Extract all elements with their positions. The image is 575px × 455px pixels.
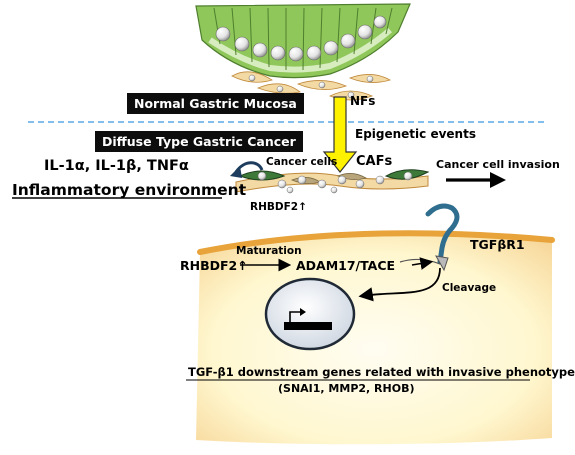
nucleus xyxy=(264,277,356,351)
invasion-label: Cancer cell invasion xyxy=(436,158,560,171)
cytokines-label: IL-1α, IL-1β, TNFα xyxy=(44,158,189,174)
tgfbr1-receptor xyxy=(425,203,460,265)
inflammatory-environment-label: Inflammatory environment xyxy=(12,181,247,199)
cleavage-label: Cleavage xyxy=(442,282,497,294)
maturation-label: Maturation xyxy=(236,245,302,257)
tgfbr1-label: TGFβR1 xyxy=(470,237,525,252)
downstream-genes-label: TGF-β1 downstream genes related with inv… xyxy=(188,365,575,379)
diffuse-cancer-label: Diffuse Type Gastric Cancer xyxy=(95,131,303,152)
stromal-nuclei xyxy=(257,171,413,194)
cleavage-signal-arrow xyxy=(358,267,441,302)
adam17-label: ADAM17/TACE xyxy=(296,258,396,273)
cytokine-arrowhead xyxy=(230,166,242,178)
diagram-svg xyxy=(12,3,555,445)
cafs-label: CAFs xyxy=(356,154,393,169)
receptor-cleavage-wedge xyxy=(435,255,449,272)
adam17-to-receptor-arrow xyxy=(411,257,434,270)
epigenetic-label: Epigenetic events xyxy=(355,127,476,141)
gastric-mucosa-epithelium xyxy=(195,3,411,79)
epigenetic-transition-arrow xyxy=(322,96,358,173)
cancer-cells-label: Cancer cells xyxy=(266,156,338,168)
rhbdf2-up-label: RHBDF2↑ xyxy=(180,258,248,273)
diagram-canvas: Normal Gastric Mucosa Diffuse Type Gastr… xyxy=(12,3,575,445)
invasion-arrowhead xyxy=(490,172,506,188)
normal-mucosa-label: Normal Gastric Mucosa xyxy=(127,93,304,114)
gene-list-label: (SNAI1, MMP2, RHOB) xyxy=(278,382,415,395)
gene-bar xyxy=(284,322,332,330)
cell-membrane xyxy=(197,230,555,255)
transcription-start-arrow xyxy=(289,311,300,322)
rhbdf2-up-top-label: RHBDF2↑ xyxy=(250,201,307,213)
nfs-label: NFs xyxy=(350,94,376,108)
